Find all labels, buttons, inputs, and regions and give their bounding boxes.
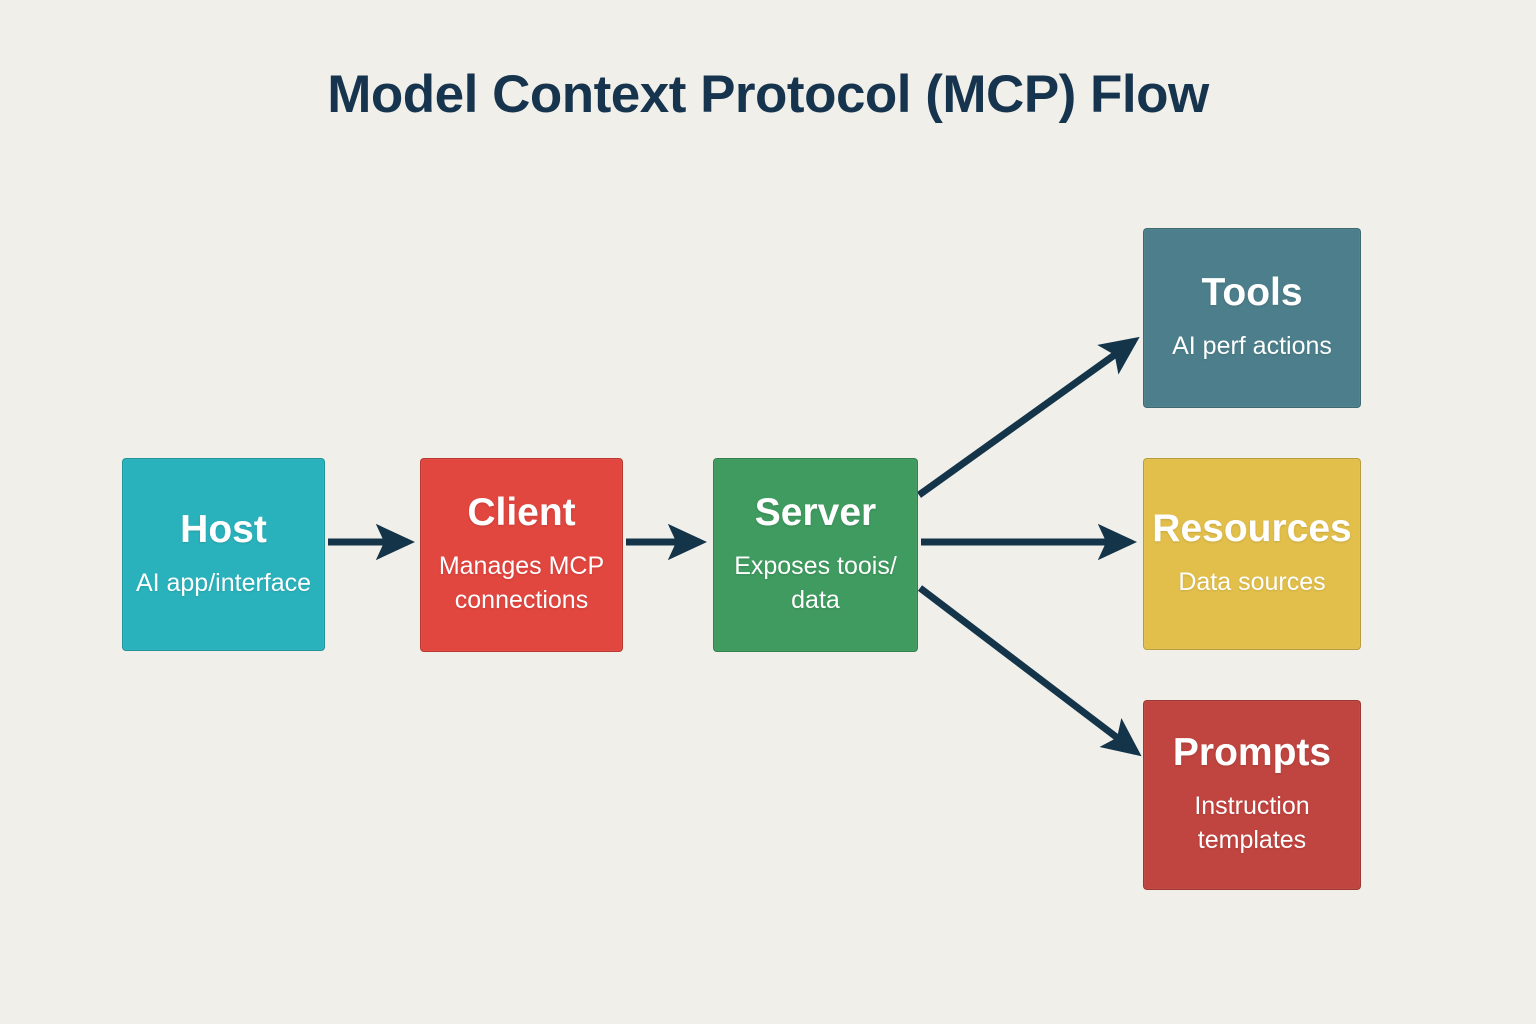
node-tools-sublabel: AI perf actions — [1172, 332, 1332, 361]
node-host-sublabel: AI app/interface — [135, 568, 312, 597]
node-server: Server Exposes toois/ data — [713, 458, 918, 652]
arrow-server-to-tools — [916, 336, 1140, 498]
node-resources-label: Resources — [1152, 507, 1352, 551]
node-tools-label: Tools — [1201, 271, 1303, 315]
node-tools: Tools AI perf actions — [1143, 228, 1361, 408]
node-host-label: Host — [180, 507, 267, 551]
node-server-label: Server — [754, 491, 877, 535]
node-client-sublabel: Manages MCP connections — [438, 552, 605, 614]
diagram-title: Model Context Protocol (MCP) Flow — [327, 65, 1209, 124]
node-prompts-sublabel: Instruction templates — [1194, 792, 1310, 854]
arrow-server-to-prompts — [917, 585, 1142, 757]
node-prompts: Prompts Instruction templates — [1143, 700, 1361, 890]
node-resources-sublabel: Data sources — [1178, 568, 1326, 597]
node-client-label: Client — [467, 491, 576, 535]
node-server-sublabel: Exposes toois/ data — [734, 552, 897, 614]
node-client: Client Manages MCP connections — [420, 458, 623, 652]
node-host: Host AI app/interface — [122, 458, 325, 651]
node-resources: Resources Data sources — [1143, 458, 1361, 650]
node-prompts-label: Prompts — [1172, 731, 1332, 775]
